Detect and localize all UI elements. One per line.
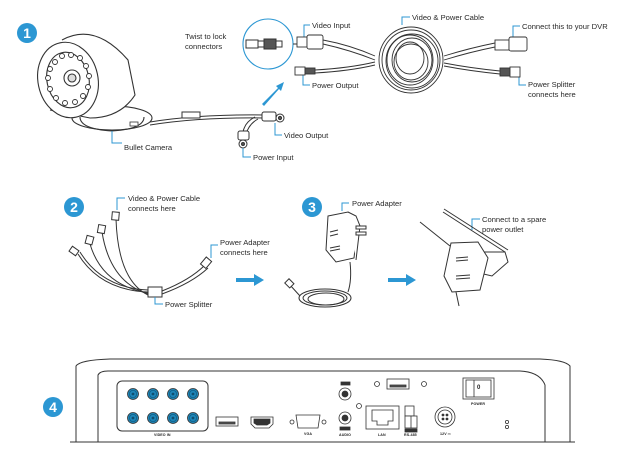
leader-lines-step3 xyxy=(341,202,480,230)
dc-port-label: 12V ⎓ xyxy=(440,432,451,436)
power-splitter-illustration xyxy=(68,211,213,298)
power-adapter-label: Power Adapter xyxy=(352,199,402,208)
vga-port xyxy=(295,414,321,429)
arrow-diagonal-icon xyxy=(262,82,284,106)
arrow-right-icon xyxy=(236,274,264,286)
bullet-camera-label: Bullet Camera xyxy=(124,143,173,152)
audio-port-label: AUDIO xyxy=(339,433,352,437)
step-3-badge: 3 xyxy=(302,197,322,217)
dvr-back-panel xyxy=(70,358,575,443)
arrow-right-icon-2 xyxy=(388,274,416,286)
power-splitter-here-label: Power Splitter connects here xyxy=(528,80,576,99)
step-2-badge: 2 xyxy=(64,197,84,217)
outlet-label: Connect to a spare power outlet xyxy=(482,215,547,234)
power-switch-label: POWER xyxy=(471,402,486,406)
twist-lock-magnifier xyxy=(242,18,297,70)
vga-port-label: VGA xyxy=(304,432,313,436)
video-in-panel xyxy=(116,380,209,432)
usb-port-1 xyxy=(215,416,239,427)
video-output-label: Video Output xyxy=(284,131,329,140)
camera-cable xyxy=(149,111,266,135)
power-splitter-label: Power Splitter xyxy=(165,300,213,309)
dvr-ports xyxy=(215,377,509,433)
power-input-label: Power Input xyxy=(253,153,294,162)
bullet-camera-illustration xyxy=(37,33,153,132)
power-outlet-illustration xyxy=(419,208,509,307)
cable-connects-label: Video & Power Cable connects here xyxy=(128,194,201,213)
usb-port-2 xyxy=(386,378,410,390)
leader-lines-step2 xyxy=(116,197,218,305)
power-input-connector xyxy=(237,130,250,149)
leader-lines-step1 xyxy=(111,16,526,158)
video-input-label: Video Input xyxy=(312,21,351,30)
power-switch-state: 0 xyxy=(477,385,481,391)
twist-lock-label: Twist to lock connectors xyxy=(185,32,227,51)
step-1-badge: 1 xyxy=(17,23,37,43)
step-4-badge: 4 xyxy=(43,397,63,417)
video-in-port-label: VIDEO IN xyxy=(154,433,171,437)
video-output-connector xyxy=(261,111,285,123)
video-power-cable-label: Video & Power Cable xyxy=(412,13,485,22)
power-adapter-illustration xyxy=(284,211,367,308)
adapter-connects-label: Power Adapter connects here xyxy=(220,238,270,257)
video-power-cable-illustration xyxy=(294,26,528,94)
power-output-label: Power Output xyxy=(312,81,359,90)
rs485-port xyxy=(404,405,415,417)
rs485-port-label: RS-485 xyxy=(404,433,417,437)
lan-port-label: LAN xyxy=(378,433,386,437)
ir-leds xyxy=(45,52,92,106)
connect-dvr-label: Connect this to your DVR xyxy=(522,22,608,31)
